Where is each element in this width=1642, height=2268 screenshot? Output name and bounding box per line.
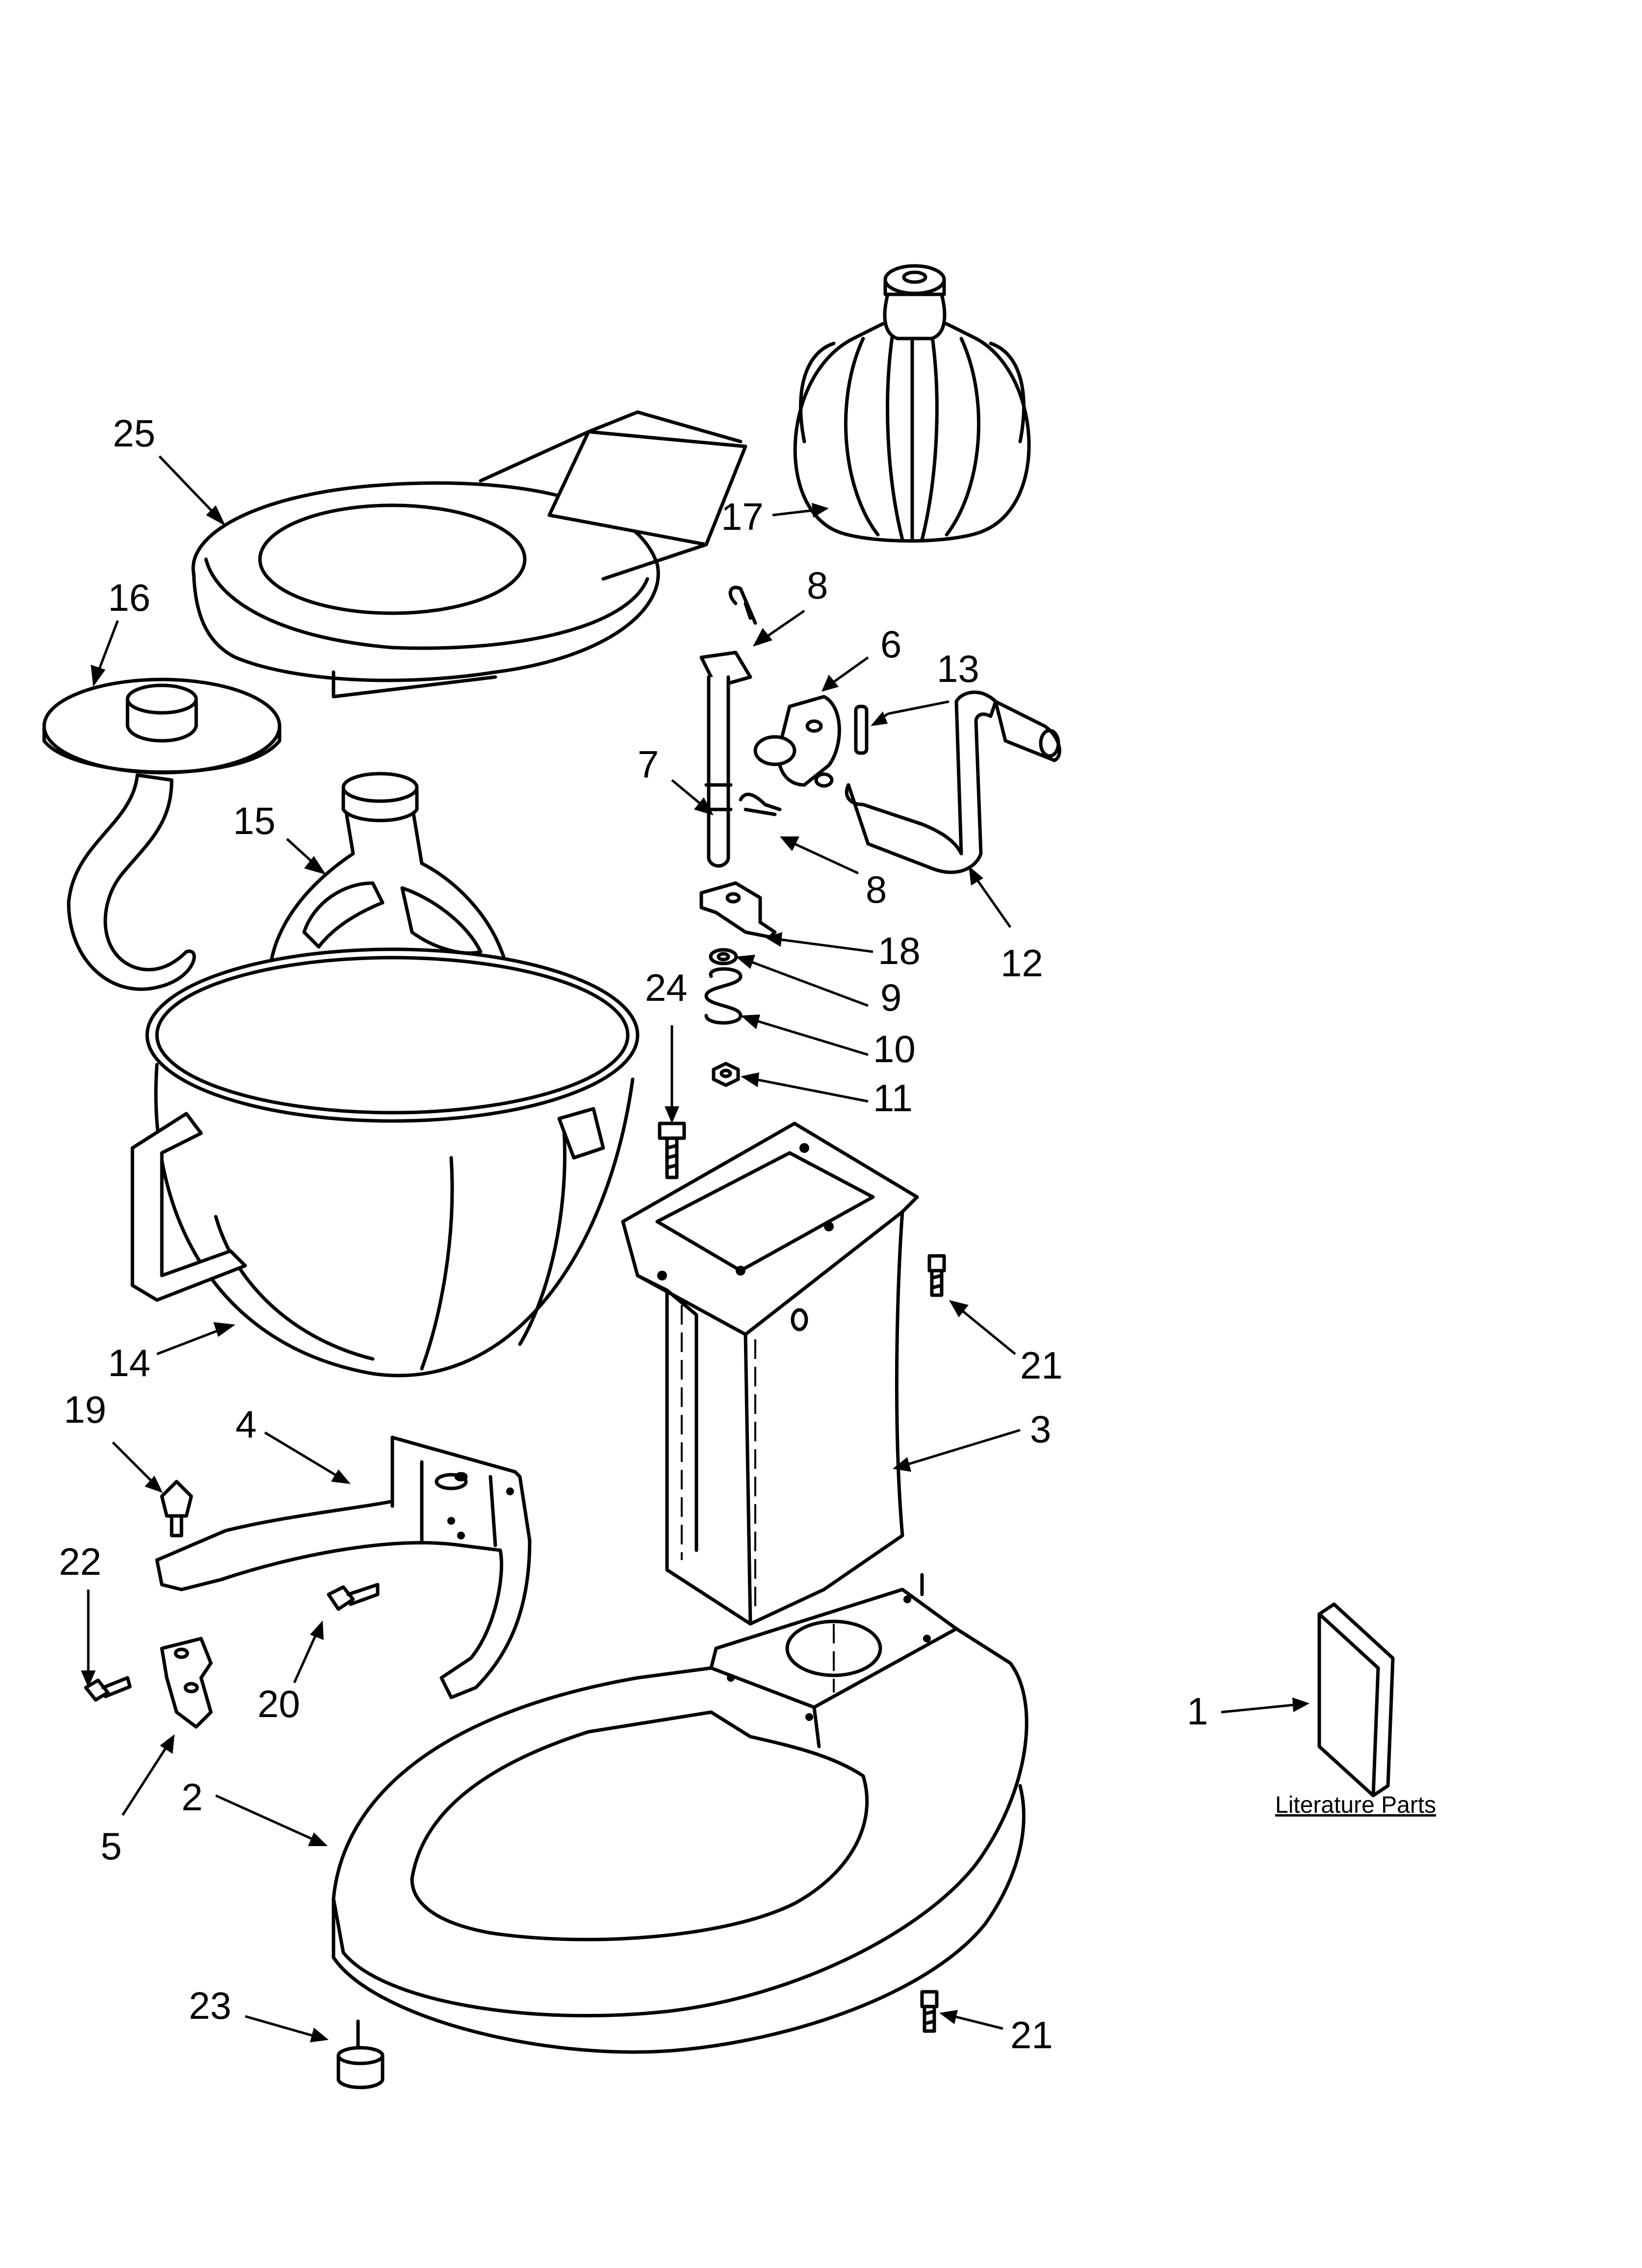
callout-18: 18 [878, 929, 921, 972]
base [332, 1573, 1028, 2054]
callout-12: 12 [1001, 941, 1043, 985]
pin-19 [160, 1480, 193, 1538]
callout-10: 10 [873, 1027, 916, 1070]
lift-rod [699, 651, 752, 868]
spring [704, 967, 743, 1025]
washer [709, 948, 738, 965]
callout-8-side: 8 [866, 868, 887, 911]
screw-22 [84, 1676, 132, 1702]
column [621, 1121, 919, 1626]
callout-16: 16 [108, 576, 151, 619]
nut [712, 1062, 740, 1087]
screw-21-upper [927, 1254, 946, 1297]
wire-whip [793, 264, 1031, 543]
callout-3: 3 [1030, 1408, 1051, 1451]
callout-labels: 1 2 3 4 5 6 7 8 8 9 10 11 12 13 14 15 16… [59, 412, 1436, 2057]
callout-1: 1 [1187, 1690, 1208, 1733]
literature-booklet [1317, 1602, 1395, 1798]
rubber-foot [336, 2019, 385, 2089]
callout-9: 9 [880, 976, 901, 1019]
leader-lines [81, 455, 1309, 2042]
callout-20: 20 [257, 1682, 300, 1725]
screw-24 [658, 1121, 686, 1179]
callout-11: 11 [873, 1076, 913, 1120]
callout-7: 7 [638, 743, 659, 786]
callout-14: 14 [108, 1341, 151, 1384]
screw-20 [327, 1583, 380, 1611]
callout-15: 15 [233, 799, 276, 842]
cotter-pin-top [728, 585, 757, 625]
callout-24: 24 [645, 966, 688, 1009]
callout-25: 25 [113, 412, 155, 455]
callout-6: 6 [880, 623, 901, 666]
bowl-lift-handle [845, 690, 1061, 874]
callout-8-top: 8 [807, 564, 828, 607]
pouring-shield [191, 410, 747, 699]
literature-parts-label: Literature Parts [1275, 1792, 1436, 1818]
roll-pin [854, 704, 869, 755]
callout-2: 2 [181, 1775, 203, 1819]
lift-bracket [753, 695, 841, 788]
callout-21-upper: 21 [1020, 1344, 1063, 1387]
callout-23: 23 [189, 1984, 231, 2027]
cotter-pin-side [739, 792, 782, 816]
callout-13: 13 [937, 647, 979, 690]
callout-5: 5 [101, 1825, 122, 1868]
mixing-bowl [130, 947, 640, 1378]
bowl-support-bracket [699, 881, 777, 939]
dough-hook [42, 678, 282, 991]
screw-21-lower [920, 1990, 939, 2033]
callout-4: 4 [235, 1403, 257, 1446]
hinge-bracket [160, 1637, 213, 1729]
bowl-clamp-plate [155, 1435, 532, 1699]
callout-19: 19 [64, 1388, 106, 1431]
callout-22: 22 [59, 1540, 102, 1583]
callout-21-lower: 21 [1010, 2013, 1053, 2057]
callout-17: 17 [721, 495, 764, 538]
